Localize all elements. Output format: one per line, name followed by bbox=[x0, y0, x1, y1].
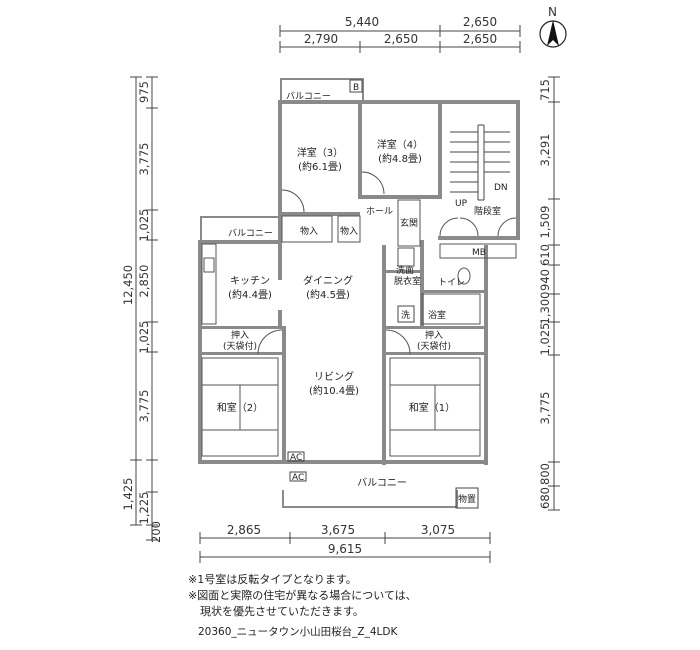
dim-top-2790: 2,790 bbox=[304, 32, 338, 46]
bath-label: 浴室 bbox=[428, 309, 446, 321]
washitsu1-label: 和室（1） bbox=[409, 401, 455, 414]
top-dimensions bbox=[279, 25, 521, 53]
note-1: ※1号室は反転タイプとなります。 bbox=[188, 573, 357, 586]
closet-a-label: 物入 bbox=[300, 225, 318, 237]
door-swings bbox=[257, 171, 517, 355]
dim-left-200: 200 bbox=[149, 521, 163, 543]
washer-label: 洗 bbox=[401, 309, 410, 321]
left-dimensions bbox=[130, 76, 158, 541]
dim-right-680: 680 bbox=[538, 487, 552, 509]
kitchen-counter bbox=[201, 243, 217, 325]
dim-left-1225: 1,225 bbox=[137, 492, 151, 525]
closet-a bbox=[281, 215, 333, 243]
youshitsu4-label: 洋室（4） bbox=[377, 138, 423, 151]
storage-label: 物置 bbox=[458, 493, 476, 505]
dim-left-1025a: 1,025 bbox=[137, 209, 151, 242]
dim-right-610: 610 bbox=[538, 244, 552, 266]
balcony-box bbox=[349, 79, 363, 93]
kitchen-label: キッチン bbox=[230, 275, 270, 287]
washer-box bbox=[397, 305, 415, 323]
dining-label: ダイニング bbox=[303, 274, 353, 287]
balcony-bottom-label: バルコニー bbox=[357, 477, 407, 489]
living-size: (約10.4畳) bbox=[309, 384, 359, 397]
kaidan-label: 階段室 bbox=[474, 205, 501, 217]
youshitsu4-size: (約4.8畳) bbox=[378, 152, 422, 165]
north-arrow-icon: N bbox=[539, 5, 567, 48]
toilet-icon bbox=[457, 267, 471, 285]
note-3: 現状を優先させていただきます。 bbox=[200, 605, 364, 618]
ac1-label: AC bbox=[290, 453, 302, 463]
balcony-left-label: バルコニー bbox=[228, 228, 273, 239]
b-mark: B bbox=[353, 83, 359, 93]
stairs bbox=[450, 124, 510, 201]
youshitsu3-size: (約6.1畳) bbox=[298, 160, 342, 173]
oshiire-left-label: 押入 bbox=[231, 329, 249, 341]
dim-bottom-3675: 3,675 bbox=[321, 523, 355, 537]
right-dimensions bbox=[548, 76, 560, 511]
living-label: リビング bbox=[314, 370, 354, 383]
genkan-box bbox=[397, 199, 421, 247]
dn-label: DN bbox=[494, 183, 508, 193]
bath-box bbox=[421, 293, 481, 325]
dim-right-3775: 3,775 bbox=[538, 392, 552, 425]
walls bbox=[198, 78, 520, 508]
dim-right-715: 715 bbox=[538, 79, 552, 101]
tatami-left bbox=[201, 357, 279, 457]
dim-bottom-3075: 3,075 bbox=[421, 523, 455, 537]
up-label: UP bbox=[455, 199, 468, 209]
dim-left-3775b: 3,775 bbox=[137, 390, 151, 423]
kitchen-sink bbox=[203, 257, 215, 273]
dim-right-800: 800 bbox=[538, 463, 552, 485]
dim-top-2650c: 2,650 bbox=[463, 32, 497, 46]
closet-b bbox=[337, 215, 361, 243]
dim-right-1025: 1,025 bbox=[538, 323, 552, 356]
note-2: ※図面と実際の住宅が異なる場合については、 bbox=[188, 589, 417, 602]
dim-right-1509: 1,509 bbox=[538, 206, 552, 239]
dim-bottom-9615: 9,615 bbox=[328, 542, 362, 556]
dim-top-2650b: 2,650 bbox=[384, 32, 418, 46]
plan-caption: 20360_ニュータウン小山田桜台_Z_4LDK bbox=[198, 626, 398, 638]
dim-top-5440: 5,440 bbox=[345, 15, 379, 29]
washitsu2-label: 和室（2） bbox=[217, 401, 263, 414]
youshitsu3-label: 洋室（3） bbox=[297, 146, 343, 159]
senmen-label: 洗面 bbox=[396, 264, 414, 276]
toilet-label: トイレ bbox=[438, 278, 465, 288]
tenbukuro-right-label: (天袋付) bbox=[417, 340, 451, 352]
kitchen-size: (約4.4畳) bbox=[228, 288, 272, 301]
genkan-label: 玄関 bbox=[400, 217, 418, 229]
dim-top-2650a: 2,650 bbox=[463, 15, 497, 29]
datsui-label: 脱衣室 bbox=[394, 275, 421, 287]
dim-left-1025b: 1,025 bbox=[137, 321, 151, 354]
dim-left-975: 975 bbox=[137, 81, 151, 103]
storage-box bbox=[455, 487, 479, 509]
balcony-top-label: バルコニー bbox=[286, 91, 331, 102]
dim-bottom-2865: 2,865 bbox=[227, 523, 261, 537]
dim-left-2850: 2,850 bbox=[137, 265, 151, 298]
dim-left-3775a: 3,775 bbox=[137, 143, 151, 176]
closet-b-label: 物入 bbox=[340, 225, 358, 237]
ac-unit-1 bbox=[287, 451, 305, 462]
dim-right-940: 940 bbox=[538, 269, 552, 291]
bottom-dimensions bbox=[199, 532, 491, 563]
tatami-right bbox=[389, 357, 481, 457]
dim-right-3291: 3,291 bbox=[538, 134, 552, 167]
ac-unit-2 bbox=[289, 471, 307, 482]
oshiire-right-label: 押入 bbox=[425, 329, 443, 341]
dim-left-1425: 1,425 bbox=[121, 478, 135, 511]
mb-label: MB bbox=[472, 248, 486, 258]
tenbukuro-left-label: (天袋付) bbox=[223, 340, 257, 352]
vanity-box bbox=[397, 247, 415, 267]
svg-text:N: N bbox=[548, 5, 557, 19]
hall-label: ホール bbox=[366, 206, 393, 217]
dim-left-12450: 12,450 bbox=[121, 265, 135, 305]
mb-box bbox=[439, 243, 517, 259]
ac2-label: AC bbox=[292, 473, 304, 483]
dining-size: (約4.5畳) bbox=[306, 288, 350, 301]
dim-right-1300: 1,300 bbox=[538, 292, 552, 325]
